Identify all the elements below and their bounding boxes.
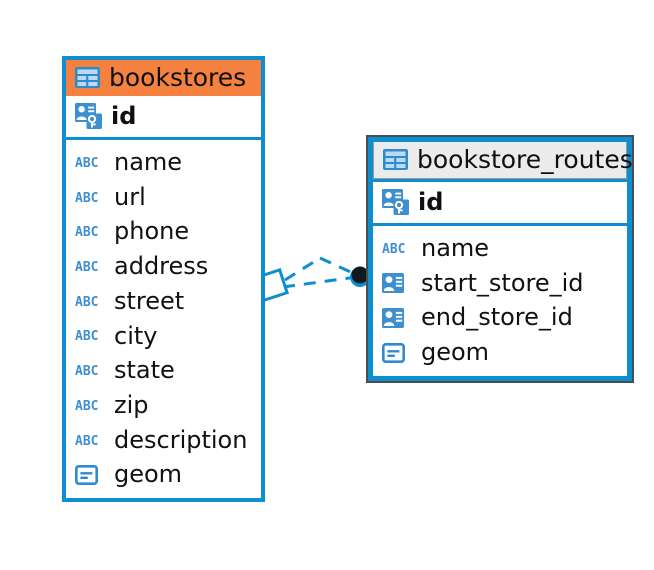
field-row-name[interactable]: ABC name	[373, 231, 627, 266]
field-row-id[interactable]: id	[373, 179, 627, 226]
field-name: geom	[114, 460, 183, 489]
field-row-description[interactable]: ABC description	[66, 423, 261, 458]
entity-title: bookstore_routes	[417, 145, 633, 174]
entity-header-bookstore-routes[interactable]: bookstore_routes	[373, 142, 633, 179]
field-name: state	[114, 356, 175, 385]
foreign-key-icon	[382, 307, 412, 328]
abc-text-icon: ABC	[75, 294, 99, 310]
table-icon	[75, 67, 100, 88]
field-list-bookstores: ABC name ABC url ABC phone ABC address A…	[66, 140, 261, 498]
field-row-id[interactable]: id	[66, 96, 261, 140]
field-row-start-store-id[interactable]: start_store_id	[373, 266, 627, 301]
field-row-street[interactable]: ABC street	[66, 284, 261, 319]
field-row-url[interactable]: ABC url	[66, 180, 261, 215]
field-name: street	[114, 286, 185, 315]
foreign-key-icon	[382, 273, 412, 294]
abc-text-icon: ABC	[382, 241, 406, 257]
field-row-address[interactable]: ABC address	[66, 249, 261, 284]
field-row-state[interactable]: ABC state	[66, 353, 261, 388]
field-name: name	[114, 148, 183, 176]
field-row-end-store-id[interactable]: end_store_id	[373, 300, 627, 335]
field-name: city	[114, 321, 158, 350]
relationship-line-upper-left	[284, 256, 321, 282]
primary-key-icon	[75, 103, 102, 129]
field-row-city[interactable]: ABC city	[66, 319, 261, 354]
abc-text-icon: ABC	[75, 260, 99, 276]
field-name: phone	[114, 217, 190, 246]
entity-bookstore-routes[interactable]: bookstore_routes id	[366, 135, 634, 383]
field-name: description	[114, 425, 248, 454]
field-row-phone[interactable]: ABC phone	[66, 214, 261, 249]
relationship-line-upper-right	[319, 256, 358, 277]
abc-text-icon: ABC	[75, 190, 99, 206]
field-name: geom	[421, 338, 490, 367]
field-name: address	[114, 252, 209, 281]
field-name: end_store_id	[421, 303, 573, 332]
table-icon	[383, 149, 408, 170]
field-name: start_store_id	[421, 268, 584, 297]
abc-text-icon: ABC	[75, 398, 99, 414]
abc-text-icon: ABC	[75, 155, 99, 171]
abc-text-icon: ABC	[75, 225, 99, 241]
field-row-geom[interactable]: geom	[66, 457, 261, 492]
field-row-zip[interactable]: ABC zip	[66, 388, 261, 423]
abc-text-icon: ABC	[75, 364, 99, 380]
field-name: url	[114, 182, 146, 211]
field-list-bookstore-routes: ABC name start_store_id	[373, 226, 627, 376]
primary-key-icon	[382, 189, 409, 215]
field-name: zip	[114, 391, 149, 420]
filled-circle-marker	[350, 266, 370, 287]
abc-text-icon: ABC	[75, 433, 99, 449]
field-name: name	[421, 234, 490, 262]
geometry-icon	[382, 342, 412, 363]
field-name: id	[418, 188, 444, 216]
entity-header-bookstores[interactable]: bookstores	[66, 60, 261, 96]
field-name: id	[111, 102, 137, 130]
field-row-geom[interactable]: geom	[373, 335, 627, 370]
field-row-name[interactable]: ABC name	[66, 145, 261, 180]
entity-title: bookstores	[109, 63, 247, 92]
geometry-icon	[75, 464, 105, 485]
entity-bookstores[interactable]: bookstores id A	[62, 56, 265, 503]
abc-text-icon: ABC	[75, 329, 99, 345]
relationship-line-lower	[282, 275, 358, 289]
